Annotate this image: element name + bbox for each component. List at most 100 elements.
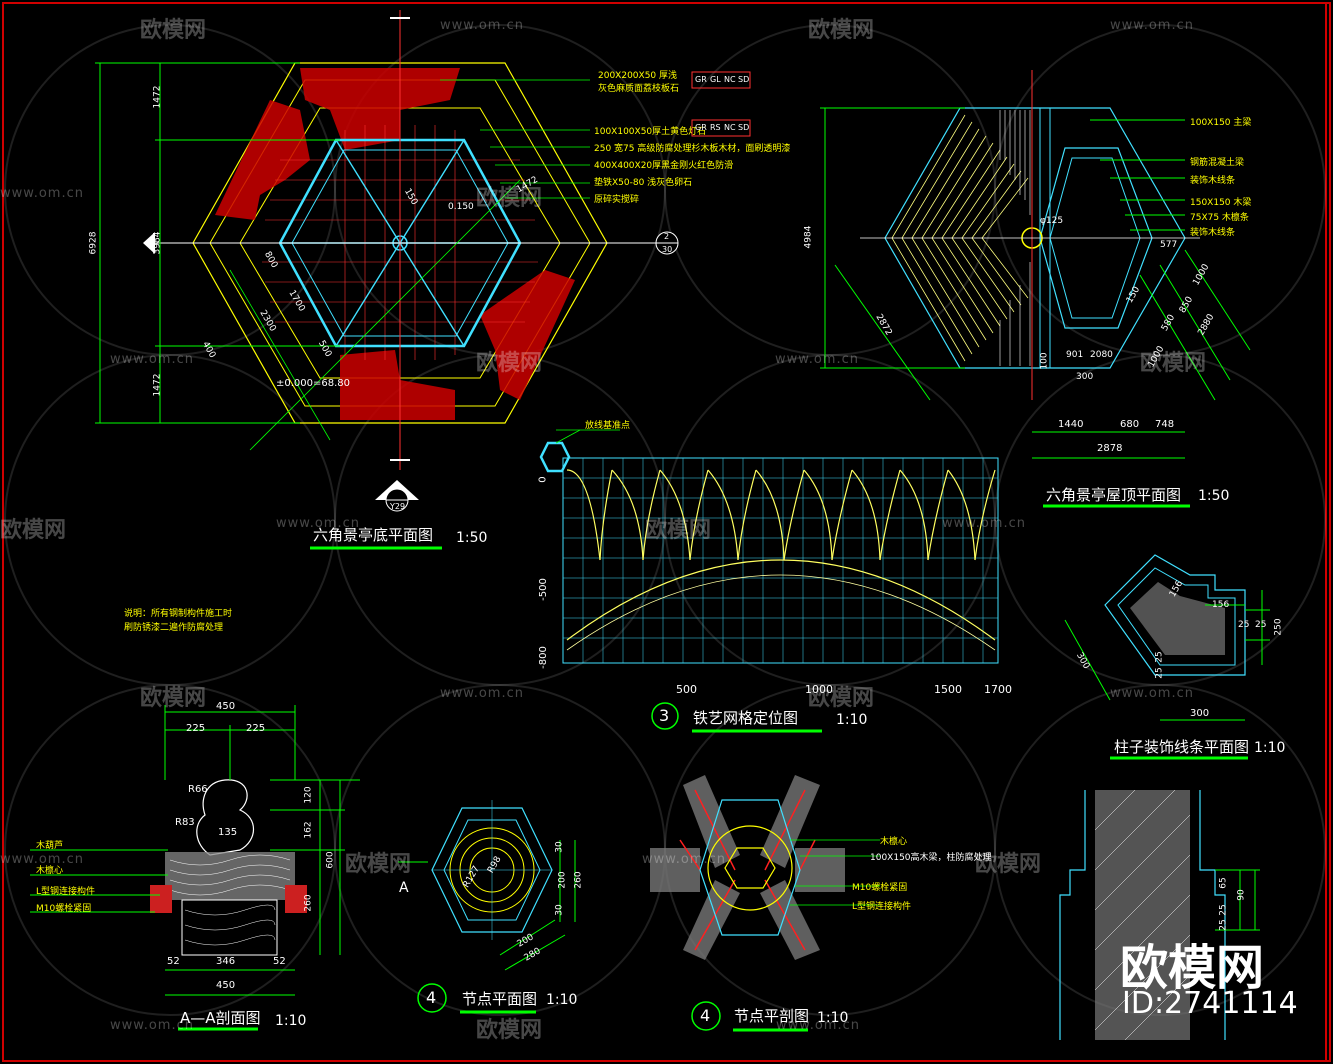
aa-dim-120: 120 (303, 786, 314, 804)
cd-dim-65: 65 (1218, 877, 1229, 889)
aa-dim-450-bot: 450 (216, 980, 236, 991)
watermark-url-2: www.om.cn (1110, 18, 1194, 33)
roof-center-label: φ125 (1040, 216, 1064, 226)
roof-dim-680: 680 (1120, 419, 1140, 430)
node-plan-num: 4 (426, 988, 437, 1007)
watermark-brand-7: 欧模网 (645, 518, 712, 543)
section-aa-scale: 1:10 (275, 1013, 307, 1029)
column-trim-title: 柱子装饰线条平面图 (1114, 738, 1250, 756)
column-hatch-lines (1094, 789, 1191, 1041)
aa-note-1: 木葫芦 (36, 841, 64, 851)
node-section-leaders (790, 839, 880, 906)
watermark-url-12: www.om.cn (110, 1018, 194, 1033)
aa-dim-52a: 52 (167, 956, 180, 967)
watermark-brand-11: 欧模网 (975, 852, 1042, 877)
hatch-left (215, 100, 310, 220)
node-plan-title-circle (417, 983, 447, 1013)
trim-dim-25c: 25 (1154, 651, 1165, 663)
watermark-brand-1: 欧模网 (140, 18, 207, 43)
section-aa (30, 705, 360, 996)
trim-dim-300b: 300 (1190, 708, 1210, 719)
tag-boxes (691, 71, 751, 137)
roof-dim-748: 748 (1155, 419, 1175, 430)
roof-plan-title: 六角景亭屋顶平面图 (1046, 486, 1182, 504)
node-plan (398, 800, 576, 971)
watermark-brand-12: 欧模网 (476, 1018, 543, 1043)
watermark-url-13: www.om.cn (776, 1018, 860, 1033)
base-plan-scale: 1:50 (456, 530, 488, 546)
base-dims-left (95, 62, 340, 424)
base-note-4: 400X400X20厚黑金刚火红色防滑 (594, 161, 734, 171)
big-watermark-id: ID:2741114 (1122, 986, 1298, 1021)
node-section-scale: 1:10 (817, 1010, 849, 1026)
base-dim-0150: 0.150 (448, 202, 474, 212)
general-note-1: 说明：所有钢制构件施工时 (124, 609, 233, 619)
grid-arches (566, 469, 996, 651)
trim-dim-156b: 156 (1212, 600, 1230, 610)
aa-dim-52b: 52 (273, 956, 286, 967)
grid-y-500: -500 (537, 578, 549, 601)
aa-note-3: L型钢连接构件 (36, 887, 96, 897)
watermark-url-10: www.om.cn (0, 852, 84, 867)
aa-dim-162: 162 (303, 821, 314, 839)
section-marker-bottom: Y29 (390, 502, 406, 511)
ns-note-3: M10螺栓紧固 (852, 883, 908, 893)
column-detail (1059, 789, 1260, 1041)
roof-note-6: 装饰木线条 (1190, 228, 1236, 238)
section-aa-title: A—A剖面图 (180, 1009, 261, 1027)
base-note-3: 250 宽75 高级防腐处理杉木板木材，面刷透明漆 (594, 144, 791, 154)
node-dim-260: 260 (573, 871, 584, 889)
ns-note-4: L型钢连接构件 (852, 902, 912, 912)
ns-note-2: 100X150高木梁，柱防腐处理 (870, 853, 992, 863)
aa-dim-225a: 225 (186, 723, 206, 734)
node-beams (650, 775, 845, 960)
roof-note-1: 100X150 主梁 (1190, 118, 1252, 128)
base-plan-title: 六角景亭底平面图 (313, 526, 434, 544)
aa-dim-260: 260 (303, 894, 314, 912)
trim-dim-25d: 25 (1154, 667, 1165, 679)
node-plan-dims (398, 840, 576, 971)
cd-dim-25a: 25 (1218, 904, 1229, 916)
column-trim (1064, 554, 1270, 721)
iron-grid (539, 429, 999, 664)
column-trim-scale: 1:10 (1254, 740, 1286, 756)
roof-vertical-hatch (999, 110, 1031, 366)
iron-grid-num: 3 (659, 706, 670, 725)
grid-x-1500: 1500 (934, 683, 962, 696)
iron-grid-title: 铁艺网格定位图 (693, 709, 799, 727)
tag2-1: RS (710, 123, 721, 132)
grid-datum-label: 放线基准点 (585, 421, 631, 431)
trim-dims (1064, 590, 1270, 721)
aa-135: 135 (218, 827, 238, 838)
grid-title-circle (651, 702, 679, 730)
node-dim-30b: 30 (554, 904, 565, 916)
node-red-lines (679, 789, 816, 951)
node-section-mark: A (399, 880, 409, 896)
base-leaders (229, 79, 590, 451)
aa-note-2: 木檩心 (36, 866, 64, 876)
big-watermark-brand: 欧模网 (1120, 940, 1265, 996)
node-section-title-circle (691, 1001, 721, 1031)
roof-dim-901: 901 (1066, 350, 1084, 360)
roof-dim-577: 577 (1160, 240, 1178, 250)
base-dim-6928: 6928 (88, 231, 99, 255)
base-elevation: ±0.000=68.80 (276, 378, 351, 389)
aa-dims (30, 705, 360, 996)
node-section-core (724, 847, 776, 889)
watermark-brand-9: 欧模网 (808, 686, 875, 711)
base-dim-1472-bot: 1472 (152, 373, 163, 397)
watermark-url-5: www.om.cn (775, 352, 859, 367)
watermark-brand-5: 欧模网 (1140, 351, 1207, 376)
grid-frame (562, 457, 999, 664)
watermark-url-8: www.om.cn (440, 686, 524, 701)
node-dim-200: 200 (557, 871, 568, 889)
marker-top: 2 (664, 232, 670, 241)
node-plan-title: 节点平面图 (462, 990, 538, 1008)
trim-shape-mid (1117, 567, 1236, 666)
tag2-0: GR (695, 123, 707, 132)
column-profile (1059, 790, 1226, 1040)
roof-note-5: 75X75 木檩条 (1190, 213, 1249, 223)
aa-dim-450-top: 450 (216, 701, 236, 712)
beam-base (181, 899, 278, 956)
